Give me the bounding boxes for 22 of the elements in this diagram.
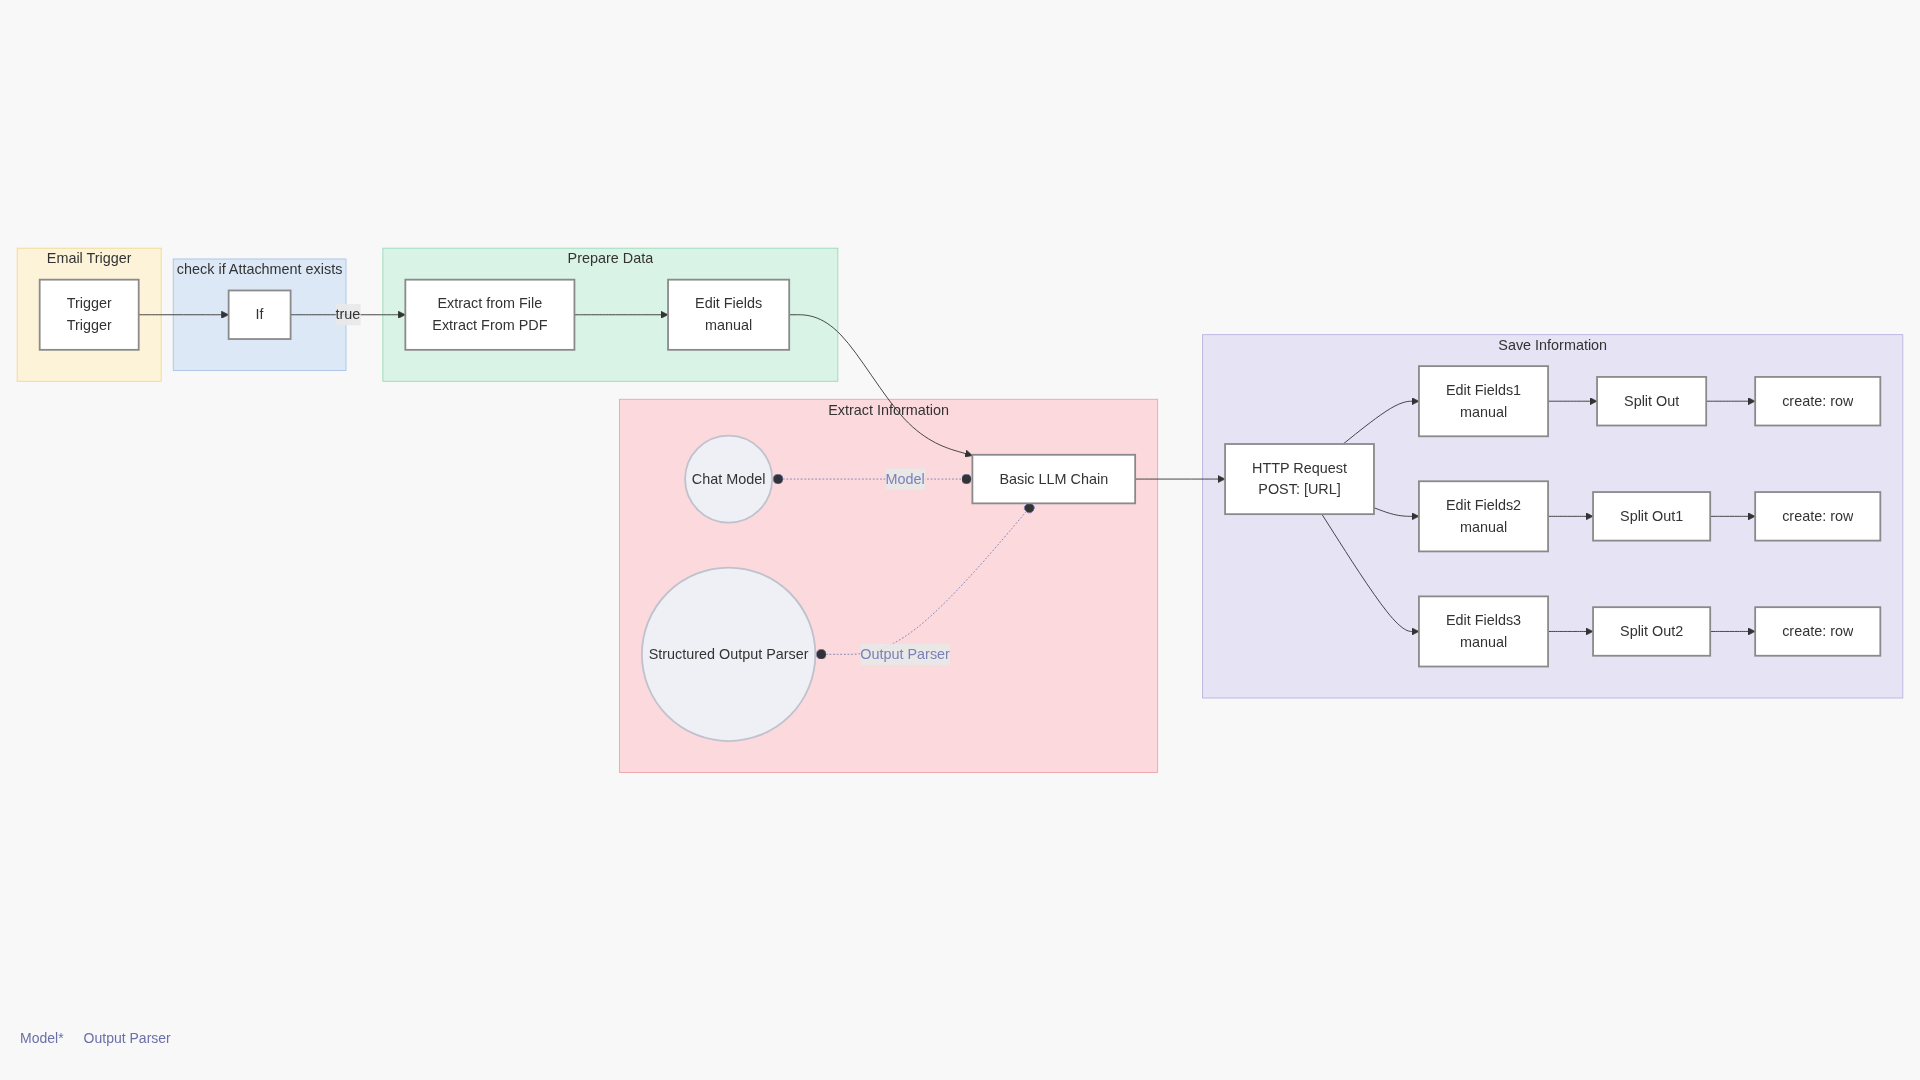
- node-box: Split Out1: [1592, 490, 1712, 542]
- node-box: Edit Fields1 manual: [1418, 364, 1549, 437]
- node-box: create: row: [1754, 375, 1882, 427]
- node-circle: Chat Model: [684, 434, 774, 524]
- node-box: Split Out: [1596, 375, 1708, 427]
- port-label: Output Parser: [83, 1030, 171, 1046]
- node-circle: Structured Output Parser: [641, 566, 817, 742]
- node-box: HTTP Request POST: [URL]: [1224, 442, 1375, 515]
- port-label: Model*: [20, 1030, 64, 1046]
- node-box: Extract from File Extract From PDF: [404, 278, 576, 351]
- edge-label: true: [335, 306, 361, 322]
- node-box: create: row: [1754, 605, 1882, 657]
- node-box: If: [227, 289, 292, 340]
- node-box: Edit Fields3 manual: [1418, 595, 1549, 668]
- edge-label: Output Parser: [860, 645, 950, 662]
- node-box: create: row: [1754, 490, 1882, 542]
- node-box: Trigger Trigger: [38, 278, 140, 351]
- node-box: Edit Fields2 manual: [1418, 480, 1549, 552]
- edge-label: Model: [885, 470, 925, 486]
- node-box: Edit Fields manual: [667, 278, 791, 351]
- node-box: Basic LLM Chain: [971, 453, 1137, 504]
- node-box: Split Out2: [1592, 605, 1712, 657]
